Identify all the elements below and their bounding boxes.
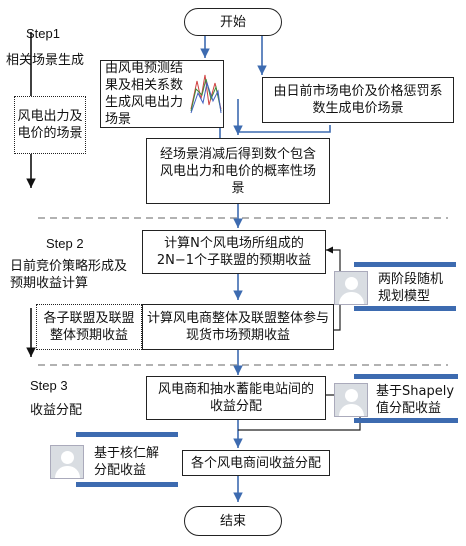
end-node: 结束: [184, 506, 282, 536]
shapley-card-label: 基于Shapely值分配收益: [376, 384, 455, 416]
nucleolus-card-bottom-bar: [76, 482, 178, 487]
model-card: 两阶段随机规划模型: [334, 262, 456, 311]
coalition-calc-line2: 2N−1个子联盟的预期收益: [156, 253, 312, 268]
step3-subtitle: 收益分配: [30, 403, 83, 418]
coalition-calc-line1: 计算N个风电场所组成的: [164, 236, 304, 251]
start-label: 开始: [219, 14, 246, 30]
step3-title: Step 3: [30, 378, 68, 393]
step1-title: Step1: [26, 26, 60, 41]
shapley-card-top-bar: [354, 374, 458, 379]
step2-side-box: 各子联盟及联盟整体预期收益: [36, 304, 142, 350]
user-avatar-icon: [334, 271, 368, 305]
shapley-card-bottom-bar: [354, 418, 458, 423]
overall-revenue-box: 计算风电商整体及联盟整体参与现货市场预期收益: [142, 304, 334, 350]
start-node: 开始: [184, 8, 282, 36]
step2-title: Step 2: [46, 236, 84, 251]
model-card-top-bar: [354, 262, 456, 267]
model-card-label: 两阶段随机规划模型: [378, 272, 444, 304]
storage-allocation-box: 风电商和抽水蓄能电站间的收益分配: [146, 376, 326, 420]
step1-subtitle: 相关场景生成: [6, 53, 85, 68]
user-avatar-icon: [50, 445, 84, 479]
among-allocation-box: 各个风电商间收益分配: [182, 450, 330, 476]
coalition-calc-box: 计算N个风电场所组成的 2N−1个子联盟的预期收益: [142, 230, 326, 274]
price-scenario-box: 由日前市场电价及价格惩罚系数生成电价场景: [262, 77, 454, 123]
nucleolus-card-top-bar: [76, 432, 178, 437]
wind-chart-icon: [190, 74, 222, 114]
nucleolus-card-label: 基于核仁解分配收益: [94, 446, 160, 478]
arrow-price-to-reduce: [238, 125, 331, 133]
nucleolus-card: 基于核仁解分配收益: [50, 432, 180, 488]
scenario-reduction-box: 经场景消减后得到数个包含风电出力和电价的概率性场景: [146, 138, 330, 204]
shapley-card: 基于Shapely值分配收益: [334, 374, 460, 423]
wind-scenario-box: 由风电预测结果及相关系数生成风电出力场景: [100, 60, 224, 128]
step2-subtitle: 日前竞价策略形成及预期收益计算: [10, 259, 128, 291]
step1-side-box: 风电出力及电价的场景: [14, 96, 86, 154]
end-label: 结束: [219, 513, 246, 529]
user-avatar-icon: [334, 383, 368, 417]
model-card-bottom-bar: [354, 306, 456, 311]
